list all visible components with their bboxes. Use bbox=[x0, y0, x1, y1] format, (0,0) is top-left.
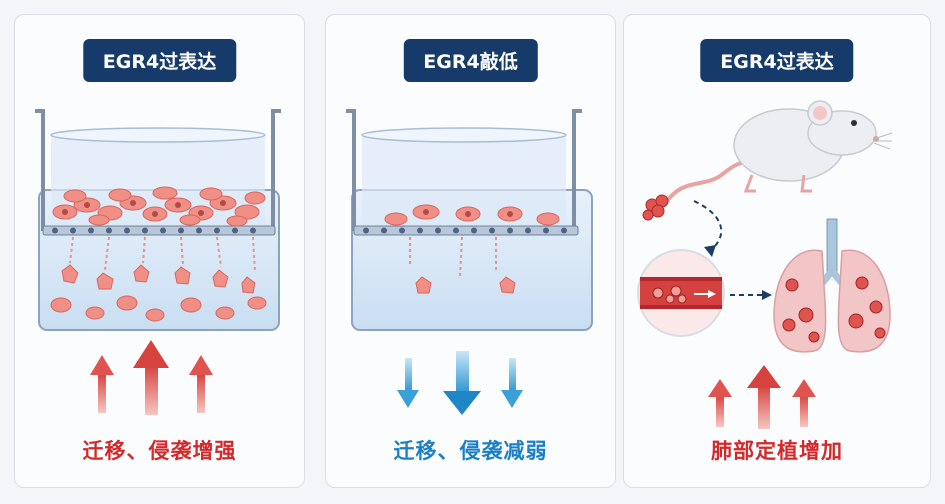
panel-title: EGR4过表达 bbox=[700, 39, 854, 82]
panel-title: EGR4敲低 bbox=[403, 39, 538, 82]
in-vivo-illustration bbox=[637, 100, 893, 429]
transwell-chamber-icon bbox=[346, 109, 593, 415]
panel-overexpression-lung: EGR4过表达 bbox=[623, 14, 931, 488]
arrow-up-icon bbox=[90, 340, 213, 415]
transwell-chamber-icon bbox=[35, 109, 281, 415]
lungs-icon bbox=[773, 218, 891, 353]
panel-caption: 肺部定植增加 bbox=[711, 439, 843, 463]
panel-caption: 迁移、侵袭增强 bbox=[82, 439, 237, 463]
panel-caption: 迁移、侵袭减弱 bbox=[393, 439, 548, 463]
panel-overexpression-transwell: EGR4过表达 bbox=[14, 14, 305, 488]
panel-knockdown-transwell: EGR4敲低 bbox=[325, 14, 616, 488]
panel-title: EGR4过表达 bbox=[82, 39, 237, 82]
arrow-up-icon bbox=[708, 365, 816, 429]
blood-vessel-icon bbox=[637, 249, 725, 337]
mouse-icon bbox=[662, 100, 893, 207]
arrow-down-icon bbox=[397, 351, 523, 415]
